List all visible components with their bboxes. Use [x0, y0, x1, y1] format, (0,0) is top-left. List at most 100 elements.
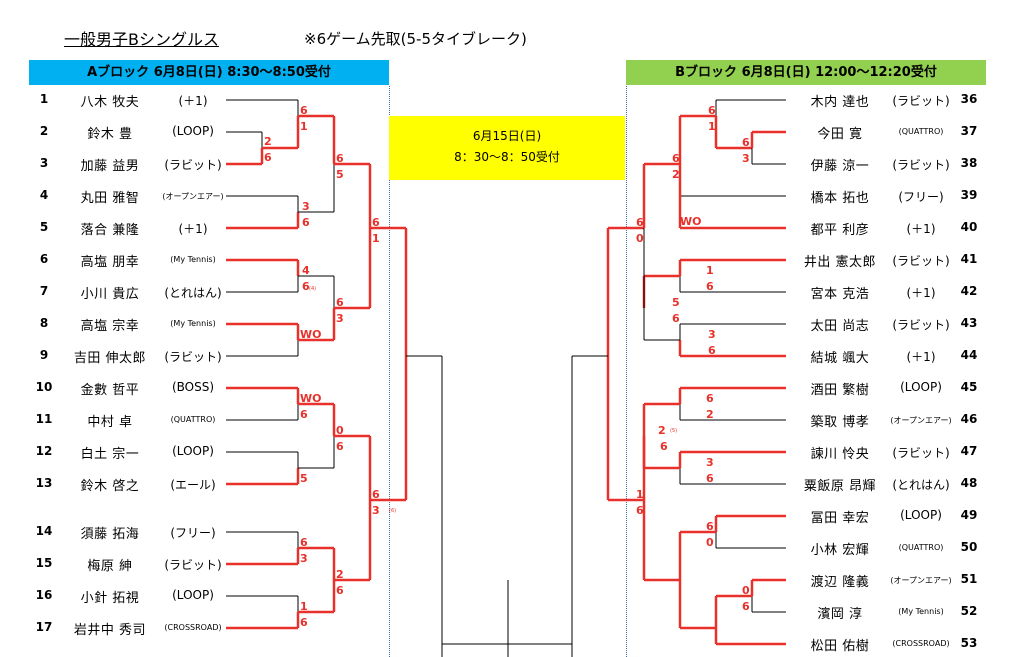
player-number: 4: [39, 188, 49, 202]
match-score: 6: [300, 536, 308, 549]
player-name: 井出 憲太郎: [803, 255, 877, 270]
player-name: 宮本 克浩: [810, 287, 870, 302]
match-score: 0: [636, 232, 644, 245]
player-name: 金數 哲平: [80, 383, 140, 398]
player-club: (LOOP): [900, 380, 942, 394]
player-number: 41: [960, 252, 978, 266]
player-club: (とれはん): [164, 286, 222, 300]
player-number: 52: [960, 604, 978, 618]
player-number: 50: [960, 540, 978, 554]
player-club: (とれはん): [892, 478, 950, 492]
player-name: 丸田 雅智: [80, 191, 140, 206]
match-score: 2: [264, 135, 272, 148]
player-name: 梅原 紳: [87, 559, 133, 574]
final-time: 8：30～8：50受付: [454, 150, 560, 164]
match-score: 5: [672, 296, 680, 309]
block-b-header: Bブロック 6月8日(日) 12:00～12:20受付: [626, 60, 986, 85]
player-club: (My Tennis): [170, 255, 216, 264]
player-club: (＋1): [906, 350, 936, 364]
player-name: 落合 兼隆: [80, 223, 140, 238]
match-score: 0: [706, 536, 714, 549]
match-score: 6: [264, 151, 272, 164]
match-score: 6: [372, 488, 380, 501]
player-number: 48: [960, 476, 978, 490]
match-score: 6: [636, 216, 644, 229]
player-name: 粟飯原 昂輝: [803, 479, 877, 494]
player-club: (ラビット): [892, 158, 950, 172]
final-schedule-box: 6月15日(日) 8：30～8：50受付: [389, 116, 625, 180]
player-club: (CROSSROAD): [892, 639, 950, 648]
player-number: 39: [960, 188, 978, 202]
match-score: 6: [372, 216, 380, 229]
player-club: (LOOP): [172, 444, 214, 458]
match-score: WO: [680, 215, 701, 228]
block-a-header: Aブロック 6月8日(日) 8:30～8:50受付: [29, 60, 389, 85]
player-club: (LOOP): [172, 588, 214, 602]
match-score: 6: [300, 104, 308, 117]
player-name: 伊藤 涼一: [810, 159, 870, 174]
player-club: (BOSS): [171, 380, 215, 394]
player-name: 加藤 益男: [80, 159, 140, 174]
player-name: 中村 卓: [87, 415, 133, 430]
player-club: (＋1): [178, 222, 208, 236]
player-name: 橋本 拓也: [810, 191, 870, 206]
player-number: 14: [35, 524, 53, 538]
match-score: 6: [636, 504, 644, 517]
player-club: (ラビット): [892, 446, 950, 460]
player-number: 8: [39, 316, 49, 330]
player-club: (CROSSROAD): [164, 623, 222, 632]
player-number: 16: [35, 588, 53, 602]
player-name: 高塩 朋幸: [80, 255, 140, 270]
player-number: 9: [39, 348, 49, 362]
match-score: 5: [336, 168, 344, 181]
player-club: (＋1): [906, 222, 936, 236]
player-club: (QUATTRO): [170, 415, 216, 424]
match-score: 6: [706, 280, 714, 293]
player-number: 5: [39, 220, 49, 234]
player-name: 酒田 繁樹: [810, 383, 870, 398]
player-club: (My Tennis): [898, 607, 944, 616]
player-name: 八木 牧夫: [80, 95, 140, 110]
tiebreak-score: (4): [309, 286, 316, 292]
player-name: 築取 博孝: [810, 415, 870, 430]
player-number: 42: [960, 284, 978, 298]
player-number: 17: [35, 620, 53, 634]
player-name: 冨田 幸宏: [810, 511, 870, 526]
player-number: 47: [960, 444, 978, 458]
player-club: (ラビット): [892, 254, 950, 268]
tiebreak-score: (6): [389, 508, 396, 514]
match-score: 6: [336, 440, 344, 453]
player-club: (LOOP): [172, 124, 214, 138]
player-number: 1: [39, 92, 49, 106]
page-title: 一般男子Bシングルス: [64, 30, 219, 49]
player-number: 15: [35, 556, 53, 570]
match-score: 3: [372, 504, 380, 517]
player-number: 53: [960, 636, 978, 650]
player-club: (ラビット): [164, 558, 222, 572]
player-club: (ラビット): [164, 158, 222, 172]
divider-left: [389, 86, 390, 657]
match-score: 6: [742, 600, 750, 613]
player-number: 38: [960, 156, 978, 170]
rule-note: ※6ゲーム先取(5-5タイブレーク): [304, 30, 527, 48]
player-name: 都平 利彦: [810, 223, 870, 238]
player-club: (オープンエアー): [890, 576, 952, 585]
match-score: 1: [706, 264, 714, 277]
player-name: 鈴木 啓之: [80, 479, 140, 494]
player-name: 松田 佑樹: [810, 639, 870, 654]
player-club: (エール): [170, 478, 216, 492]
player-name: 吉田 伸太郎: [73, 351, 147, 366]
player-number: 12: [35, 444, 53, 458]
player-name: 諫川 怜央: [810, 447, 870, 462]
match-score: 6: [706, 472, 714, 485]
match-score: 6: [708, 344, 716, 357]
match-score: 3: [336, 312, 344, 325]
player-club: (ラビット): [892, 94, 950, 108]
match-score: 6: [336, 296, 344, 309]
player-club: (QUATTRO): [898, 127, 944, 136]
player-number: 3: [39, 156, 49, 170]
final-date: 6月15日(日): [472, 129, 542, 143]
player-club: (フリー): [898, 190, 944, 204]
match-score: WO: [300, 392, 321, 405]
player-name: 鈴木 豊: [87, 127, 133, 142]
